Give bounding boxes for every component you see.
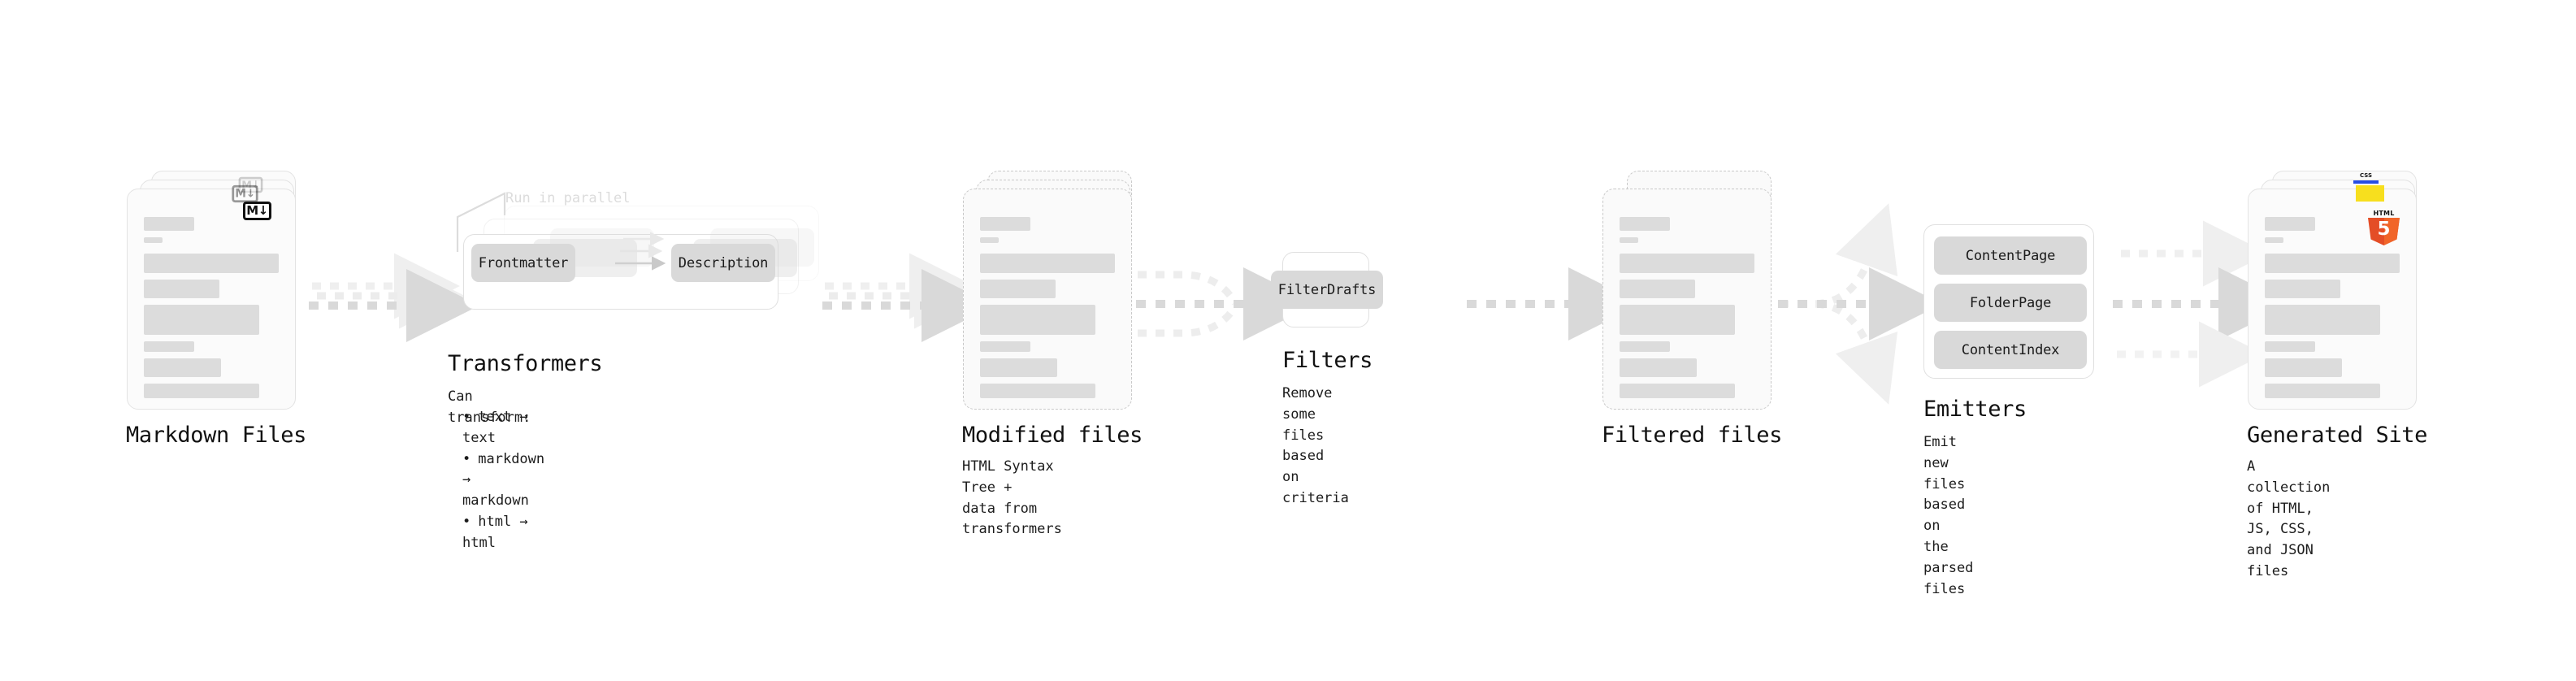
filter-chip-filterdrafts[interactable]: FilterDrafts bbox=[1271, 271, 1383, 309]
transformer-capability-list: text → text markdown → markdown html → h… bbox=[448, 407, 544, 554]
html5-icon-wordmark: HTML bbox=[2373, 210, 2395, 217]
transformer-chip-description[interactable]: Description bbox=[671, 244, 775, 282]
markdown-icon-middle: M↓ bbox=[232, 184, 258, 203]
arrow-filtered-to-emitters bbox=[1778, 203, 1942, 405]
stage-title-filtered-files: Filtered files bbox=[1602, 423, 1782, 448]
emitter-chip-contentpage[interactable]: ContentPage bbox=[1934, 236, 2087, 275]
document-sheet-front bbox=[963, 189, 1132, 410]
javascript-icon bbox=[2356, 185, 2384, 202]
stage-title-markdown-files: Markdown Files bbox=[126, 423, 306, 448]
css3-icon: CSS bbox=[2353, 172, 2379, 184]
document-placeholder-lines bbox=[144, 217, 279, 398]
transformer-capability-item: markdown → markdown bbox=[462, 449, 544, 512]
css-icon-label: CSS bbox=[2359, 172, 2373, 179]
stage-title-emitters: Emitters bbox=[1923, 397, 2027, 422]
transformer-capability-item: text → text bbox=[462, 407, 544, 449]
arrow-modified-to-filters bbox=[1136, 267, 1316, 340]
document-placeholder-lines bbox=[980, 217, 1115, 398]
stage-subtitle-modified-files: HTML Syntax Tree + data from transformer… bbox=[962, 458, 1062, 538]
arrow-transformers-to-modified bbox=[822, 253, 995, 342]
document-placeholder-lines bbox=[2265, 217, 2400, 398]
stage-title-modified-files: Modified files bbox=[962, 423, 1143, 448]
markdown-icon-front: M↓ bbox=[243, 202, 271, 220]
stage-subtitle-generated-site: A collection of HTML, JS, CSS, and JSON … bbox=[2247, 458, 2331, 580]
css-icon-bar bbox=[2353, 180, 2379, 184]
stage-subtitle-emitters: Emit new files based on the parsed files bbox=[1923, 434, 1974, 597]
html5-icon-shield-inner bbox=[2383, 218, 2400, 245]
html5-icon: HTML 5 bbox=[2368, 210, 2400, 245]
stage-subtitle-filters: Remove some files based on criteria bbox=[1282, 385, 1349, 507]
document-placeholder-lines bbox=[1620, 217, 1754, 398]
emitter-chip-folderpage[interactable]: FolderPage bbox=[1934, 284, 2087, 322]
transformer-capability-item: html → html bbox=[462, 512, 544, 554]
stage-generated-site: CSS HTML 5 Generated Site A collection o… bbox=[2247, 171, 2427, 579]
stage-title-generated-site: Generated Site bbox=[2247, 423, 2427, 448]
stage-title-filters: Filters bbox=[1282, 348, 1373, 373]
transformer-chip-frontmatter[interactable]: Frontmatter bbox=[471, 244, 575, 282]
generated-document-stack: CSS HTML 5 bbox=[2248, 171, 2417, 410]
stage-title-transformers: Transformers bbox=[448, 351, 603, 376]
emitter-chip-contentindex[interactable]: ContentIndex bbox=[1934, 331, 2087, 369]
arrow-markdown-to-transformers bbox=[309, 253, 479, 342]
transformer-inner-arrows bbox=[615, 232, 666, 271]
document-sheet-front bbox=[1602, 189, 1772, 410]
document-sheet-front bbox=[127, 189, 296, 410]
run-in-parallel-label: Run in parallel bbox=[505, 190, 631, 206]
html5-icon-numeral: 5 bbox=[2377, 219, 2391, 240]
document-sheet-front bbox=[2248, 189, 2417, 410]
arrow-emitters-to-site bbox=[2113, 220, 2292, 388]
